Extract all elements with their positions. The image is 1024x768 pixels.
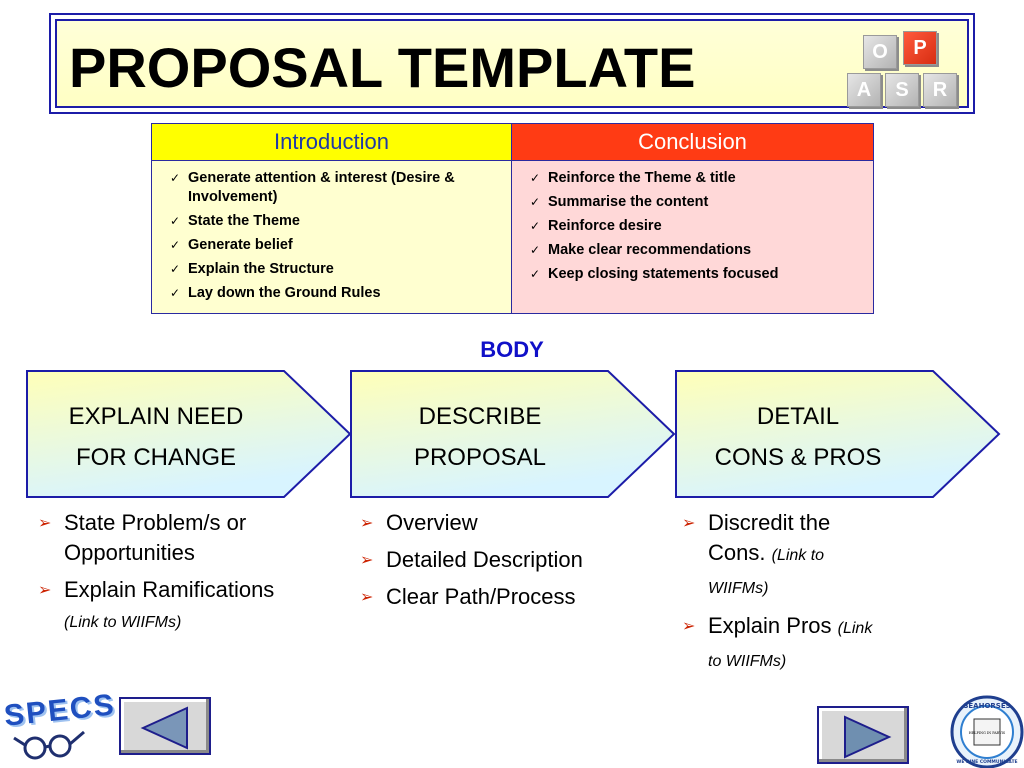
list-item: ✓Lay down the Ground Rules — [170, 285, 381, 301]
check-icon: ✓ — [170, 238, 181, 252]
list-item: ✓Keep closing statements focused — [530, 266, 779, 282]
seal-bottom-text: WE DINE COMMUNICATE — [956, 759, 1017, 765]
step-label: DESCRIBE PROPOSAL — [413, 403, 547, 471]
next-slide-button[interactable] — [817, 706, 909, 764]
seal-center-text: HELPING IN PARVIS — [969, 731, 1006, 735]
check-icon: ✓ — [530, 243, 541, 257]
list-item: ✓Reinforce desire — [530, 218, 662, 234]
list-item: ✓State the Theme — [170, 213, 300, 229]
introduction-heading: Introduction — [152, 124, 511, 161]
arrow-bullet-icon: ➢ — [38, 515, 52, 532]
list-item: ➢Detailed Description — [358, 545, 648, 575]
list-item: ✓Make clear recommendations — [530, 242, 752, 258]
page-title: PROPOSAL TEMPLATE — [69, 36, 696, 99]
check-icon: ✓ — [170, 262, 181, 276]
oparsr-blocks-logo: O P A S R — [847, 29, 959, 115]
introduction-list: ✓Generate attention & interest (Desire &… — [152, 161, 511, 303]
chevron-arrow-shape — [26, 370, 352, 498]
title-banner-inner: PROPOSAL TEMPLATE O P A S R — [55, 19, 969, 108]
step-1-bullets: ➢State Problem/s or Opportunities ➢Expla… — [36, 508, 306, 645]
list-item: ➢Overview — [358, 508, 648, 538]
conclusion-column: Conclusion ✓Reinforce the Theme & title … — [512, 124, 873, 313]
triangle-right-icon — [844, 715, 892, 759]
arrow-bullet-icon: ➢ — [360, 589, 374, 606]
logo-block-highlight: P — [903, 31, 937, 65]
title-banner: PROPOSAL TEMPLATE O P A S R — [49, 13, 975, 114]
logo-block: O — [863, 35, 897, 69]
list-item: ➢Explain Ramifications (Link to WIIFMs) — [38, 577, 275, 631]
logo-block: R — [923, 73, 957, 107]
list-item: ✓Summarise the content — [530, 194, 709, 210]
arrow-bullet-icon: ➢ — [38, 582, 52, 599]
step-2-bullets: ➢Overview ➢Detailed Description ➢Clear P… — [358, 508, 648, 619]
step-describe-proposal: DESCRIBE PROPOSAL — [350, 370, 676, 498]
list-item: ➢Explain Pros (Link to WIIFMs) — [682, 613, 873, 670]
intro-conclusion-table: Introduction ✓Generate attention & inter… — [151, 123, 874, 314]
arrow-bullet-icon: ➢ — [682, 618, 696, 635]
specs-logo: SPECS — [2, 688, 117, 768]
glasses-icon — [13, 730, 85, 760]
list-item: ➢Discredit the Cons. (Link to WIIFMs) — [682, 510, 831, 597]
check-icon: ✓ — [170, 214, 181, 228]
list-item: ✓Generate belief — [170, 237, 293, 253]
chevron-arrow-shape — [675, 370, 1001, 498]
list-item: ➢State Problem/s or Opportunities — [38, 510, 247, 565]
body-label: BODY — [480, 337, 544, 362]
check-icon: ✓ — [530, 171, 541, 185]
conclusion-list: ✓Reinforce the Theme & title ✓Summarise … — [512, 161, 873, 284]
seal-emblem-icon: SEAHORSES HELPING IN PARVIS WE DINE COMM… — [950, 695, 1024, 768]
triangle-left-icon — [140, 706, 188, 750]
step-explain-need: EXPLAIN NEED FOR CHANGE — [26, 370, 352, 498]
logo-block: A — [847, 73, 881, 107]
seahorses-seal-logo: SEAHORSES HELPING IN PARVIS WE DINE COMM… — [950, 695, 1024, 768]
arrow-bullet-icon: ➢ — [360, 515, 374, 532]
check-icon: ✓ — [170, 171, 181, 185]
list-item: ✓Explain the Structure — [170, 261, 334, 277]
check-icon: ✓ — [530, 195, 541, 209]
step-label: DETAIL CONS & PROS — [714, 403, 882, 471]
seal-top-text: SEAHORSES — [963, 702, 1010, 710]
step-3-bullets: ➢Discredit the Cons. (Link to WIIFMs) ➢E… — [680, 508, 880, 684]
introduction-column: Introduction ✓Generate attention & inter… — [152, 124, 512, 313]
list-item: ➢Clear Path/Process — [358, 582, 648, 612]
conclusion-heading: Conclusion — [512, 124, 873, 161]
logo-block: S — [885, 73, 919, 107]
list-item: ✓Generate attention & interest (Desire &… — [170, 170, 455, 205]
list-item: ✓Reinforce the Theme & title — [530, 170, 736, 186]
step-label: EXPLAIN NEED FOR CHANGE — [68, 403, 244, 471]
check-icon: ✓ — [530, 219, 541, 233]
check-icon: ✓ — [530, 267, 541, 281]
check-icon: ✓ — [170, 286, 181, 300]
previous-slide-button[interactable] — [119, 697, 211, 755]
arrow-bullet-icon: ➢ — [360, 552, 374, 569]
arrow-bullet-icon: ➢ — [682, 515, 696, 532]
chevron-arrow-shape — [350, 370, 676, 498]
step-detail-cons-pros: DETAIL CONS & PROS — [675, 370, 1001, 498]
